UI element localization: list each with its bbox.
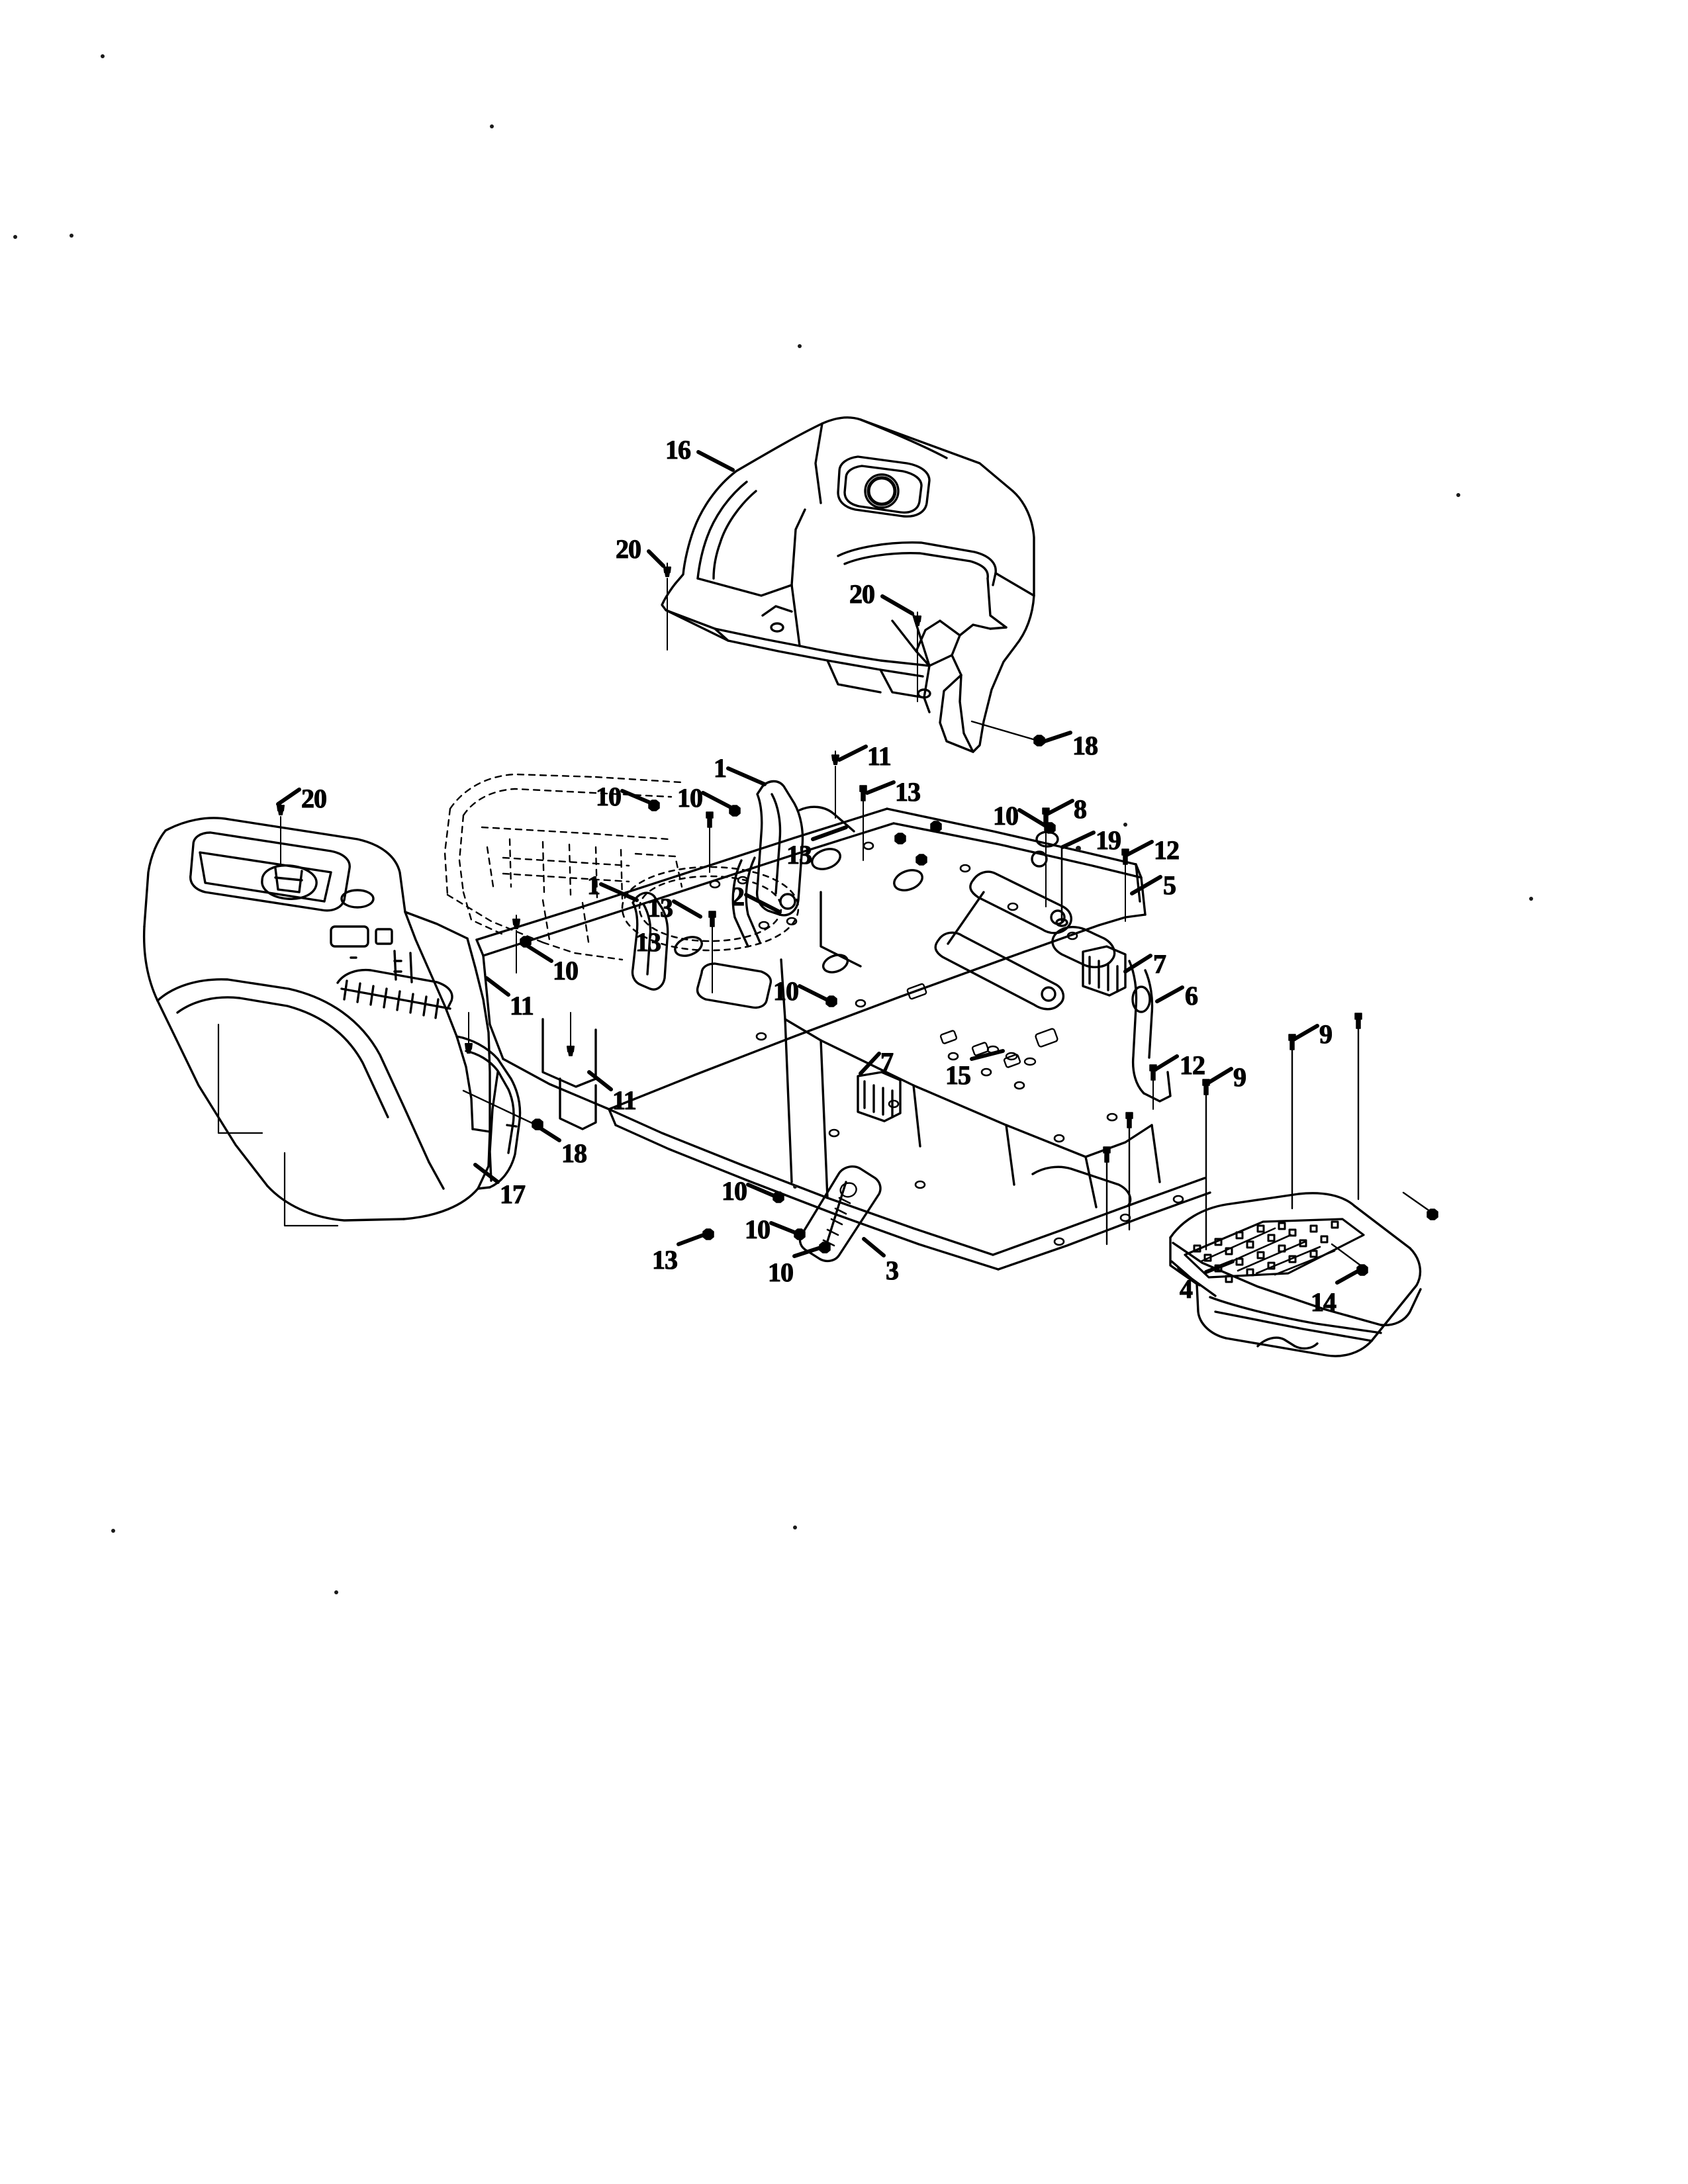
callout-number-10: 10 (767, 1257, 794, 1287)
scan-speck (798, 344, 802, 348)
callout-number-7: 7 (880, 1047, 894, 1077)
scan-speck (793, 1525, 797, 1529)
callout-number-15: 15 (945, 1060, 971, 1090)
scan-speck (490, 124, 494, 128)
callout-number-16: 16 (665, 435, 691, 465)
callout-number-7: 7 (1152, 949, 1166, 979)
callout-number-13: 13 (647, 893, 673, 923)
callout-number-14: 14 (1310, 1287, 1336, 1317)
callout-number-13: 13 (894, 777, 921, 807)
callout-number-19: 19 (1095, 825, 1121, 855)
callout-number-20: 20 (849, 579, 875, 609)
part-16-hood (661, 416, 1035, 753)
scan-speck (1123, 823, 1127, 827)
callout-number-1: 1 (586, 870, 600, 900)
scan-speck (1529, 897, 1533, 901)
callout-number-10: 10 (773, 976, 799, 1006)
callout-number-13: 13 (786, 840, 812, 870)
callout-number-10: 10 (677, 783, 703, 813)
hardware-fasteners (276, 562, 1439, 1277)
callout-number-18: 18 (561, 1138, 587, 1168)
callout-number-6: 6 (1184, 981, 1198, 1011)
scan-speck (1076, 846, 1081, 851)
callout-number-8: 8 (1073, 794, 1087, 824)
callout-number-10: 10 (552, 956, 579, 985)
scan-speck (13, 235, 17, 239)
callout-number-10: 10 (744, 1214, 771, 1244)
callout-number-10: 10 (992, 801, 1019, 831)
callout-number-9: 9 (1233, 1062, 1246, 1092)
callout-number-18: 18 (1072, 731, 1098, 760)
callout-number-12: 12 (1153, 835, 1180, 865)
main-frame-assembly (444, 773, 1211, 1271)
callout-number-11: 11 (612, 1085, 637, 1115)
scan-speck (70, 234, 73, 238)
callout-number-9: 9 (1319, 1019, 1333, 1049)
scan-speck (793, 1185, 797, 1189)
callout-number-12: 12 (1179, 1050, 1205, 1080)
part-17-left-fender (142, 817, 522, 1227)
callout-number-10: 10 (721, 1176, 747, 1206)
callout-number-20: 20 (301, 784, 327, 813)
scan-speck (1456, 493, 1460, 497)
callout-number-3: 3 (885, 1255, 899, 1285)
callout-number-4: 4 (1179, 1274, 1193, 1304)
callout-number-5: 5 (1162, 870, 1176, 900)
part-4-footrest (1169, 1192, 1422, 1357)
scan-speck (111, 1529, 115, 1533)
callout-number-10: 10 (595, 782, 622, 811)
callout-number-2: 2 (731, 882, 745, 911)
callout-number-1: 1 (713, 753, 727, 783)
scan-speck (334, 1590, 338, 1594)
callout-number-11: 11 (867, 741, 892, 771)
callout-number-11: 11 (509, 991, 534, 1021)
callout-number-13: 13 (651, 1245, 678, 1275)
callout-number-13: 13 (635, 927, 661, 957)
scan-speck (101, 54, 105, 58)
callout-number-17: 17 (499, 1179, 526, 1209)
callout-number-20: 20 (615, 534, 641, 564)
